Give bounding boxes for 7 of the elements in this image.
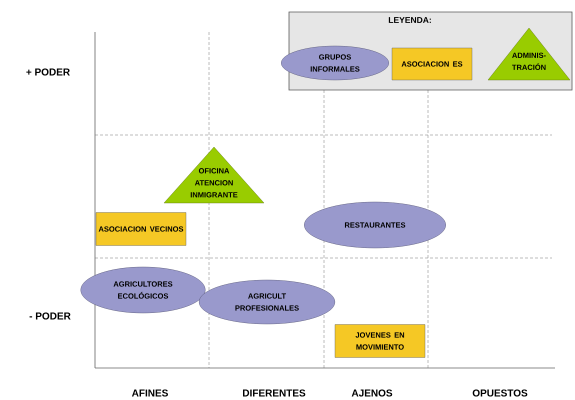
axis-label: - PODER: [30, 312, 71, 320]
axis-label: OPUESTOS: [472, 389, 528, 397]
axis-label: AJENOS: [352, 389, 392, 397]
axis-label: AFINES: [132, 389, 168, 397]
axis-label: + PODER: [26, 68, 70, 76]
legend-title: LEYENDA:: [388, 17, 431, 23]
axis-label: DIFERENTES: [243, 389, 306, 397]
